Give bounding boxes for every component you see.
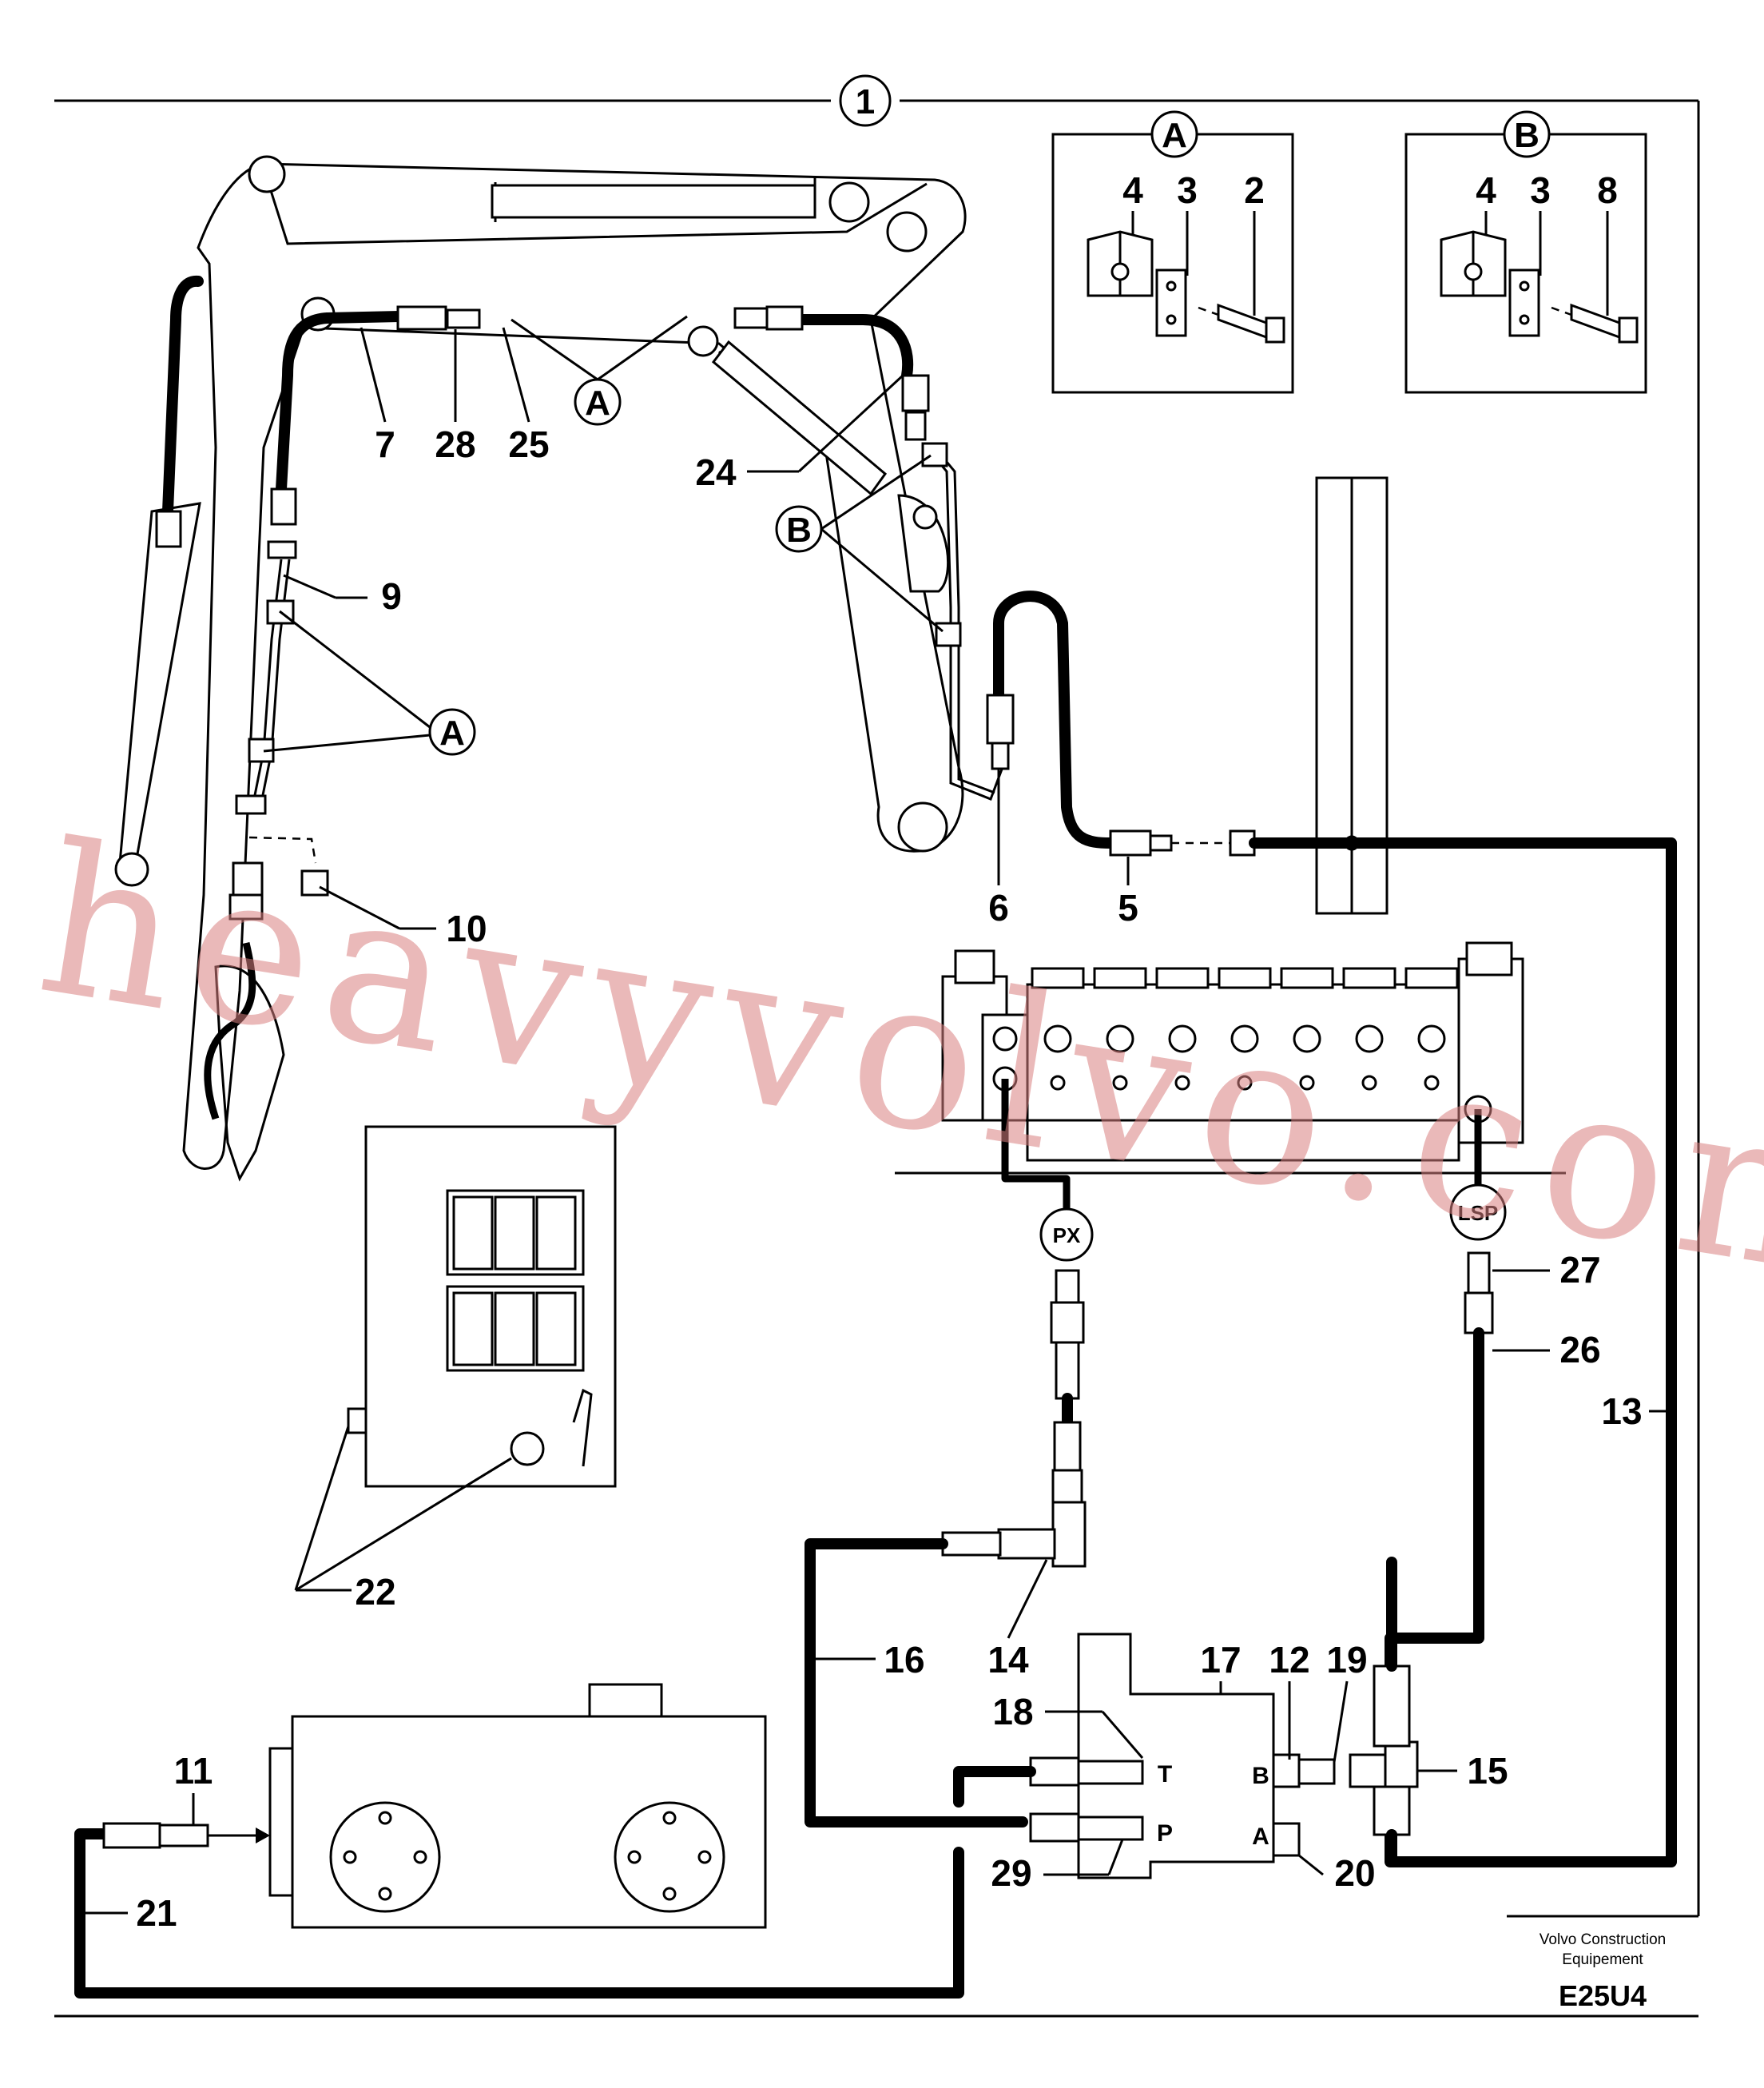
callout-14: 14 <box>987 1639 1029 1680</box>
bolt-icon <box>1570 303 1621 340</box>
bolt-icon <box>1217 303 1268 340</box>
callout-28: 28 <box>435 424 475 465</box>
callout-26: 26 <box>1559 1329 1600 1370</box>
callout-19: 19 <box>1326 1639 1367 1680</box>
clamp-marker-b: B <box>775 454 944 633</box>
detail-a-title: A <box>1162 116 1187 155</box>
callout-13: 13 <box>1601 1390 1642 1432</box>
callout-22: 22 <box>355 1571 395 1613</box>
detail-a-label-2: 2 <box>1244 169 1265 211</box>
callout-24: 24 <box>695 451 737 493</box>
callout-16: 16 <box>884 1639 924 1680</box>
cover-plate-icon <box>1508 268 1540 337</box>
arm-cylinder-icon <box>711 340 888 496</box>
svg-text:A: A <box>439 714 465 753</box>
company-line-1: Volvo Construction <box>1540 1931 1666 1948</box>
boom-cylinder-icon <box>491 184 816 219</box>
callout-15: 15 <box>1467 1750 1508 1792</box>
svg-text:PX: PX <box>1053 1223 1081 1247</box>
px-gauge-port <box>1039 1207 1094 1262</box>
callout-17: 17 <box>1200 1639 1241 1680</box>
watermark: heavyvolvo.com <box>26 798 1764 1329</box>
callout-12: 12 <box>1269 1639 1309 1680</box>
callout-18: 18 <box>992 1691 1033 1732</box>
detail-b-label-4: 4 <box>1476 169 1496 211</box>
valve-port-a: A <box>1252 1824 1269 1850</box>
callout-25: 25 <box>508 424 549 465</box>
callout-labels: 7 28 25 24 9 10 6 5 27 26 13 22 14 16 17 <box>80 327 1671 1934</box>
callout-9: 9 <box>381 575 402 617</box>
detail-a-label-3: 3 <box>1177 169 1198 211</box>
hose-fitting-icon <box>396 305 447 331</box>
svg-text:LSP: LSP <box>1458 1201 1499 1225</box>
callout-20: 20 <box>1334 1852 1375 1894</box>
company-line-2: Equipement <box>1562 1951 1643 1968</box>
boom-hoses <box>155 275 1004 1120</box>
diagram-frame <box>54 99 1700 2018</box>
section-number: 1 <box>856 82 875 121</box>
valve-port-t: T <box>1158 1761 1172 1788</box>
callout-11: 11 <box>174 1750 213 1792</box>
svg-text:A: A <box>585 384 610 423</box>
callout-29: 29 <box>991 1852 1031 1894</box>
boom-structure <box>114 155 967 1182</box>
callout-7: 7 <box>375 424 395 465</box>
valve-sections <box>1031 967 1459 1091</box>
valve-port-b: B <box>1252 1763 1269 1789</box>
callout-5: 5 <box>1118 887 1138 929</box>
directional-valve-17: T B P A <box>953 1557 1419 1879</box>
detail-a-label-4: 4 <box>1122 169 1143 211</box>
clamp-marker-a-upper: A <box>511 315 688 426</box>
control-panel-box <box>347 1125 617 1488</box>
lsp-gauge-port <box>1449 1183 1507 1241</box>
tee-fitting-14 <box>805 1501 1087 1827</box>
detail-a-box: A 4 3 2 <box>1051 110 1294 394</box>
svg-text:heavyvolvo.com: heavyvolvo.com <box>26 798 1764 1329</box>
callout-21: 21 <box>136 1892 177 1934</box>
section-number-marker: 1 <box>839 74 892 127</box>
hydraulic-tank <box>74 1683 964 1999</box>
detail-b-title: B <box>1514 116 1540 155</box>
svg-text:B: B <box>786 511 812 550</box>
control-valve-block <box>895 941 1566 1175</box>
diagram-code: E25U4 <box>1559 1979 1647 2012</box>
callout-6: 6 <box>988 887 1009 929</box>
detail-b-label-8: 8 <box>1597 169 1618 211</box>
footer: Volvo Construction Equipement E25U4 <box>1540 1931 1666 2012</box>
clamp-marker-a-lower: A <box>263 610 476 756</box>
callout-27: 27 <box>1559 1249 1600 1291</box>
callout-10: 10 <box>446 908 487 949</box>
detail-b-label-3: 3 <box>1530 169 1551 211</box>
cover-plate-icon <box>1155 268 1187 337</box>
valve-port-p: P <box>1157 1820 1173 1847</box>
detail-b-box: B 4 3 8 <box>1404 110 1647 394</box>
